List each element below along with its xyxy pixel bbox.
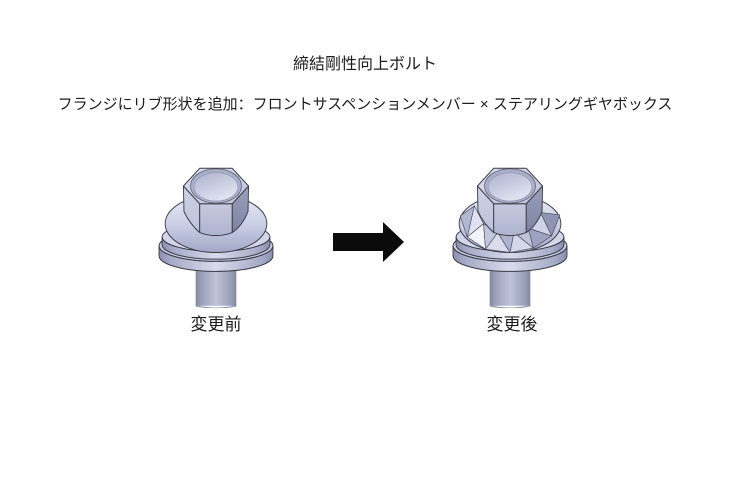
bolt-after-image: [452, 167, 568, 308]
bolt-flange-ribs: [459, 205, 561, 253]
arrow-right-icon: [333, 222, 404, 262]
arrow-right: [333, 221, 405, 263]
label-before: 変更前: [190, 315, 242, 334]
bolt-hex-head: [182, 167, 250, 237]
bolt-hex-head: [476, 167, 544, 237]
bolt-before-figure: [157, 166, 275, 308]
bolt-after-figure: [451, 166, 569, 308]
label-after: 変更後: [486, 315, 538, 334]
slide-title: 締結剛性向上ボルト: [292, 56, 437, 73]
bolt-before-image: [158, 167, 274, 308]
slide-subtitle: フランジにリブ形状を追加：フロントサスペンションメンバー × ステアリングギヤボ…: [57, 96, 673, 113]
